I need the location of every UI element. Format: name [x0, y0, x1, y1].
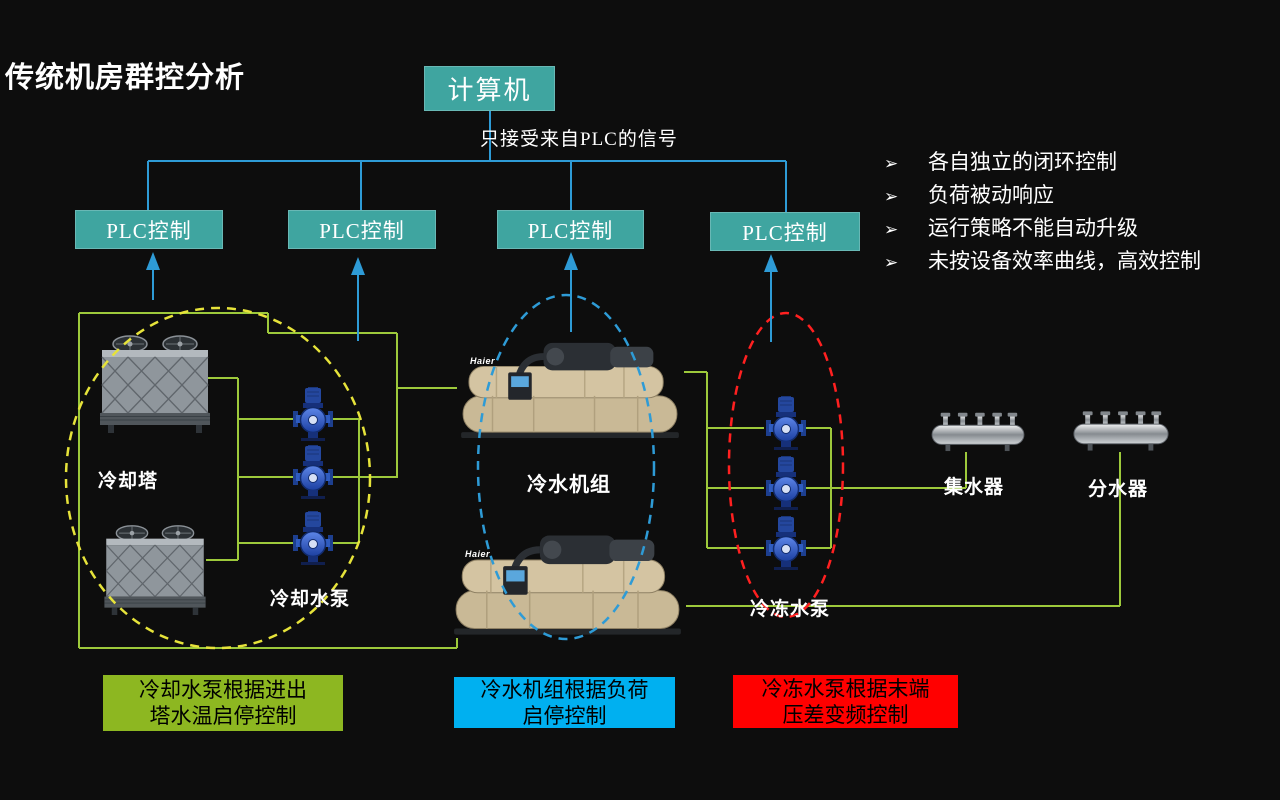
plc-label-4: PLC控制 — [742, 220, 828, 245]
cooling-pump-label: 冷却水泵 — [270, 589, 351, 610]
chilled-pump-label: 冷冻水泵 — [750, 599, 831, 620]
chiller-image-1 — [455, 337, 685, 440]
bullet-marker: ➢ — [884, 187, 899, 206]
callout-line-1: 冷却水泵根据进出 — [139, 678, 307, 702]
chiller-brand-label-1: Haier — [470, 356, 496, 366]
feedback-arrows — [146, 252, 778, 342]
cooling-pump-image-1 — [293, 387, 333, 441]
collector-image — [928, 408, 1028, 452]
callout-line-1: 冷冻水泵根据末端 — [761, 676, 930, 701]
computer-node: 计算机 — [424, 66, 555, 111]
callout-line-2: 压差变频控制 — [782, 702, 909, 727]
cooling-pump-image-2 — [293, 445, 333, 499]
plc-box-4: PLC控制 — [710, 212, 860, 251]
callout-chilled-pump-control: 冷冻水泵根据末端 压差变频控制 — [733, 675, 958, 728]
plc-box-3: PLC控制 — [497, 210, 644, 249]
plc-signal-tree-lines — [147, 111, 787, 212]
bullet-list: ➢ 各自独立的闭环控制 ➢ 负荷被动响应 ➢ 运行策略不能自动升级 ➢ 未按设备… — [884, 150, 1276, 282]
bullet-marker: ➢ — [884, 253, 899, 272]
bullet-text: 各自独立的闭环控制 — [928, 150, 1117, 174]
chiller-image-2 — [450, 528, 685, 638]
callout-line-2: 启停控制 — [522, 703, 607, 728]
plc-label-3: PLC控制 — [527, 218, 614, 243]
bullet-marker: ➢ — [884, 154, 899, 173]
plc-label-2: PLC控制 — [319, 218, 405, 243]
callout-cooling-pump-control: 冷却水泵根据进出 塔水温启停控制 — [103, 675, 343, 731]
cooling-pump-image-3 — [293, 511, 333, 565]
bullet-marker: ➢ — [884, 220, 899, 239]
chiller-label: 冷水机组 — [527, 474, 611, 496]
callout-chiller-control: 冷水机组根据负荷 启停控制 — [454, 677, 675, 728]
plc-box-1: PLC控制 — [75, 210, 223, 249]
chilled-pump-image-1 — [766, 396, 806, 450]
distributor-image — [1072, 406, 1170, 452]
plc-label-1: PLC控制 — [106, 218, 192, 243]
chiller-brand-label-2: Haier — [465, 549, 491, 559]
callout-line-1: 冷水机组根据负荷 — [480, 677, 649, 702]
cooling-tower-image-2 — [100, 523, 210, 615]
chilled-pump-image-2 — [766, 456, 806, 510]
bullet-text: 运行策略不能自动升级 — [928, 216, 1138, 240]
distributor-label: 分水器 — [1088, 479, 1149, 500]
bullet-item-2: ➢ 负荷被动响应 — [884, 183, 1276, 209]
computer-label: 计算机 — [447, 76, 532, 105]
bullet-text: 负荷被动响应 — [928, 183, 1054, 207]
chilled-pump-image-3 — [766, 516, 806, 570]
cooling-tower-label: 冷却塔 — [98, 471, 159, 492]
bullet-text: 未按设备效率曲线，高效控制 — [928, 249, 1201, 273]
plc-box-2: PLC控制 — [288, 210, 436, 249]
bullet-item-3: ➢ 运行策略不能自动升级 — [884, 216, 1276, 242]
collector-label: 集水器 — [944, 477, 1005, 498]
callout-line-2: 塔水温启停控制 — [149, 704, 297, 728]
signal-note: 只接受来自PLC的信号 — [480, 129, 678, 150]
page-title: 传统机房群控分析 — [5, 62, 246, 94]
bullet-item-1: ➢ 各自独立的闭环控制 — [884, 150, 1276, 176]
bullet-item-4: ➢ 未按设备效率曲线，高效控制 — [884, 249, 1276, 275]
cooling-tower-image-1 — [100, 333, 210, 433]
